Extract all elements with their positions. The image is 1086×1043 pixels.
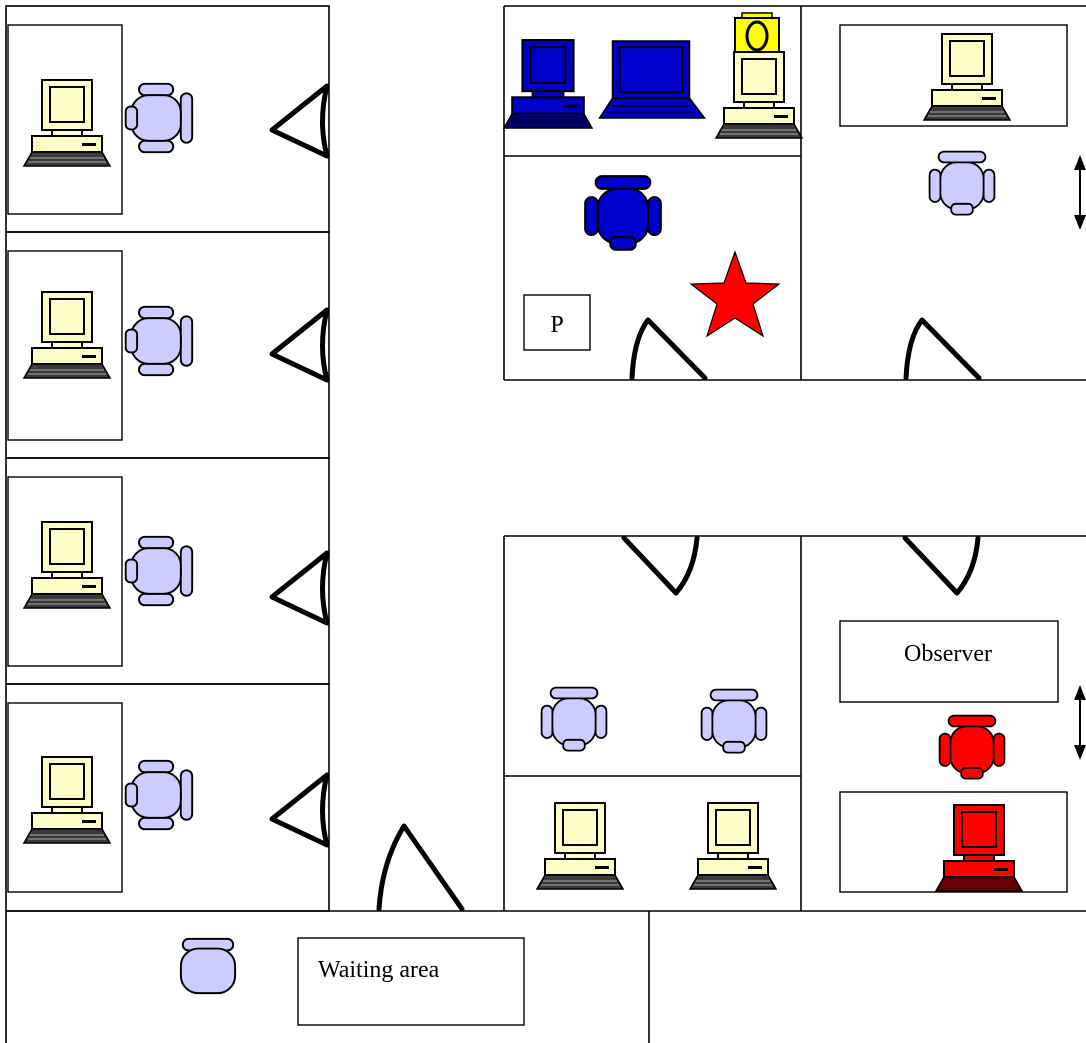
waiting-area: Waiting area [179, 937, 525, 1026]
facilitator-chair-icon [583, 174, 663, 252]
camera-icon [734, 12, 780, 55]
booth-4 [7, 702, 330, 893]
top-right-room [839, 24, 1086, 381]
observer-box [839, 620, 1059, 703]
bottom-middle-room [536, 535, 777, 890]
door-swing-icon [376, 823, 465, 912]
booth-3 [7, 476, 330, 667]
observer-chair-icon [938, 714, 1006, 780]
door-swing-icon [269, 772, 330, 848]
door-swing-icon [629, 317, 708, 381]
waiting-area-label: Waiting area [318, 957, 440, 983]
participant-chair-icon [124, 535, 194, 607]
waiting-seat-icon [179, 937, 237, 995]
observer-room: Observer [839, 535, 1086, 893]
door-swing-icon [269, 550, 330, 626]
door-swing-icon [902, 535, 981, 596]
door-swing-icon [903, 317, 982, 381]
participant-chair-icon [124, 759, 194, 831]
chair-icon [700, 688, 768, 754]
double-arrow-icon [1074, 685, 1086, 760]
waiting-area-box [297, 937, 525, 1026]
booth-1 [7, 24, 330, 215]
printer-box [523, 294, 591, 351]
double-arrow-icon [1074, 155, 1086, 230]
printer-label: P [550, 312, 563, 338]
booth-2 [7, 250, 330, 441]
facilitator-room: P [503, 12, 803, 381]
chair-icon [928, 150, 996, 216]
observer-label: Observer [904, 641, 992, 667]
walls [5, 5, 1086, 1043]
door-swing-icon [621, 535, 700, 596]
door-swing-icon [269, 307, 330, 383]
chair-icon [540, 686, 608, 752]
participant-chair-icon [124, 305, 194, 377]
participant-chair-icon [124, 82, 194, 154]
facilitator-laptop-icon [598, 40, 706, 119]
computer-icon [536, 802, 624, 890]
door-swing-icon [269, 83, 330, 159]
star-icon [689, 250, 781, 338]
facilitator-computer-icon [503, 39, 593, 129]
computer-icon [689, 802, 777, 890]
recording-computer-icon [715, 51, 803, 139]
